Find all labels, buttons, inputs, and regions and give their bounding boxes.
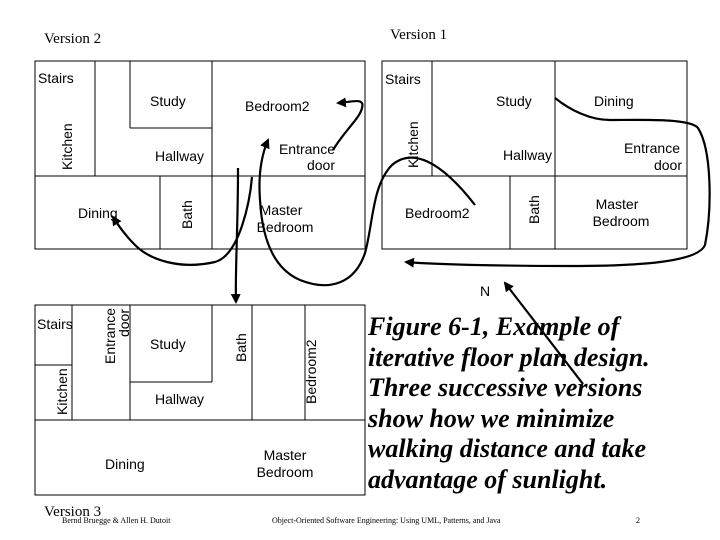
caption-line: walking distance and take: [368, 434, 647, 463]
version3-entrance-line1: Entrance: [102, 308, 118, 364]
version3-dining-label: Dining: [105, 456, 145, 472]
caption-line: show how we minimize: [368, 403, 615, 433]
figure-caption: Figure 6-1, Example of iterative floor p…: [368, 312, 713, 495]
version3-master-line2: Bedroom: [257, 464, 314, 480]
caption-line: Three successive versions: [368, 373, 643, 402]
caption-line: advantage of sunlight.: [368, 464, 608, 494]
north-pointer-arrow: [503, 281, 584, 385]
v1-dining-loop-arrow: [404, 97, 711, 268]
version2-master-line1: Master: [260, 202, 303, 218]
version2-dining-label: Dining: [78, 205, 118, 221]
footer-authors: Bernd Bruegge & Allen H. Dutoit: [62, 516, 171, 525]
version1-dining-label: Dining: [594, 93, 634, 109]
version2-hallway-label: Hallway: [155, 148, 204, 164]
version1-title: Version 1: [390, 27, 447, 43]
footer-book-title: Object-Oriented Software Engineering: Us…: [272, 516, 501, 525]
caption-line: iterative floor plan design.: [368, 342, 650, 372]
version1-master-line1: Master: [596, 196, 639, 212]
version1-bedroom2-label: Bedroom2: [405, 205, 470, 221]
version3-plan: [34, 304, 366, 496]
version3-title: Version 3: [44, 504, 101, 520]
version2-title: Version 2: [44, 31, 101, 47]
version3-bedroom2-label: Bedroom2: [303, 339, 319, 404]
version3-kitchen-label: Kitchen: [54, 368, 70, 415]
footer-page-number: 2: [636, 516, 640, 525]
version2-entrance-line1: Entrance: [279, 141, 335, 157]
version3-entrance-line2: door: [116, 309, 132, 337]
version1-bath-label: Bath: [526, 195, 542, 224]
version1-entrance-line1: Entrance: [624, 140, 680, 156]
version3-master-line1: Master: [264, 447, 307, 463]
version1-study-label: Study: [496, 93, 532, 109]
version1-master-line2: Bedroom: [593, 213, 650, 229]
caption-line: Figure 6-1, Example of: [368, 312, 620, 341]
v2-entrance-to-bedroom2-arrow: [332, 97, 364, 151]
v2-to-v3-bath-arrow: [230, 167, 241, 304]
v2-hallway-to-dining-arrow: [111, 176, 254, 266]
version1-stairs-label: Stairs: [385, 71, 421, 87]
version2-entrance-line2: door: [307, 157, 335, 173]
version1-kitchen-label: Kitchen: [405, 121, 421, 168]
version2-master-line2: Bedroom: [257, 219, 314, 235]
version3-study-label: Study: [150, 336, 186, 352]
version1-entrance-line2: door: [654, 157, 682, 173]
version3-hallway-label: Hallway: [155, 391, 204, 407]
version2-study-label: Study: [150, 93, 186, 109]
version2-stairs-label: Stairs: [38, 70, 74, 86]
north-label: N: [480, 283, 490, 299]
v1-bedroom2-to-v2-arrow: [258, 138, 476, 287]
version2-kitchen-label: Kitchen: [59, 123, 75, 170]
version1-plan: [381, 60, 688, 250]
version3-bath-label: Bath: [233, 333, 249, 362]
version2-bath-label: Bath: [179, 200, 195, 229]
version1-hallway-label: Hallway: [503, 147, 552, 163]
version2-plan: [34, 60, 366, 250]
version2-bedroom2-label: Bedroom2: [245, 98, 310, 114]
version3-stairs-label: Stairs: [37, 316, 73, 332]
